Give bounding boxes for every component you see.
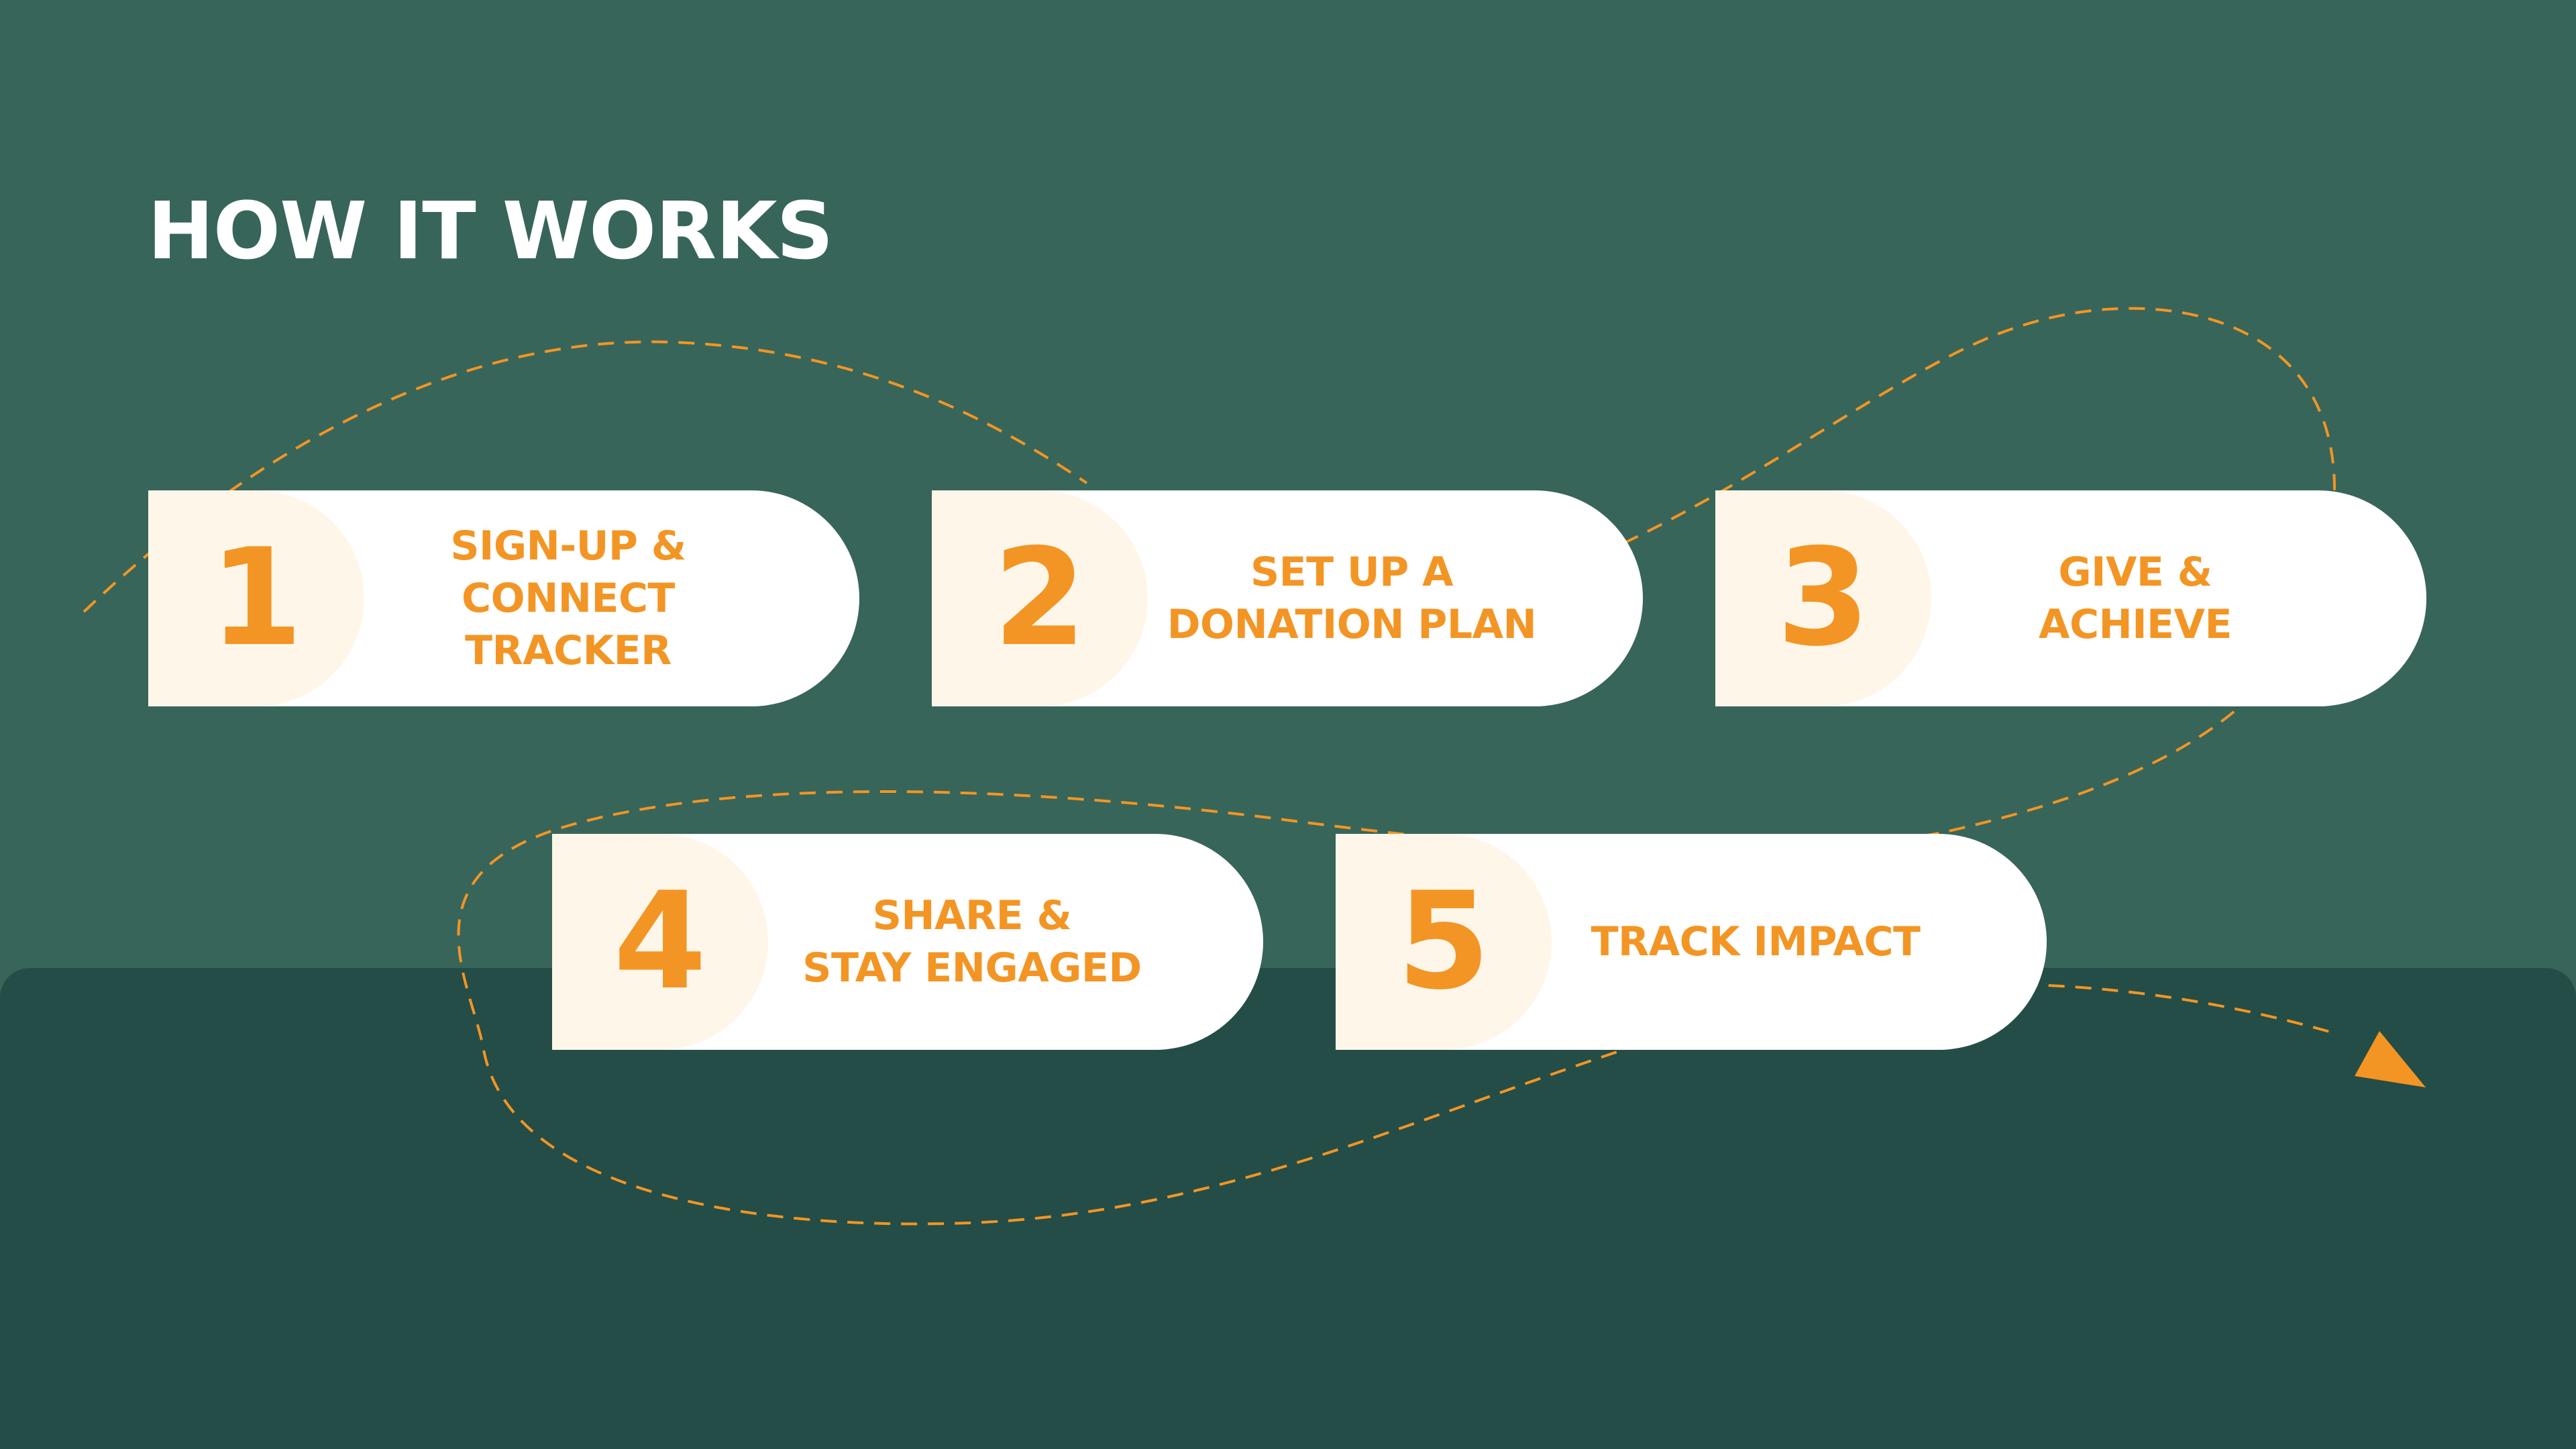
step-number-badge: [1336, 834, 1552, 1050]
step-card-4: 4 SHARE & STAY ENGAGED: [552, 834, 1263, 1050]
step-number-badge: [1715, 490, 1931, 706]
step-label: SET UP A DONATION PLAN: [1167, 549, 1537, 648]
step-card-2: 2 SET UP A DONATION PLAN: [932, 490, 1643, 706]
step-number: 1: [209, 520, 303, 676]
page-title: HOW IT WORKS: [148, 184, 834, 277]
step-card-1: 1 SIGN-UP & CONNECT TRACKER: [148, 490, 859, 706]
step-number: 5: [1397, 863, 1491, 1020]
step-number: 4: [613, 863, 707, 1020]
step-label: GIVE & ACHIEVE: [2039, 549, 2232, 648]
step-label: TRACK IMPACT: [1591, 918, 1921, 965]
step-number-badge: [552, 834, 768, 1050]
step-number: 2: [993, 520, 1087, 676]
step-card-3: 3 GIVE & ACHIEVE: [1715, 490, 2426, 706]
bottom-band: [0, 968, 2576, 1449]
step-number: 3: [1776, 520, 1870, 676]
step-label: SHARE & STAY ENGAGED: [802, 892, 1142, 991]
step-number-badge: [932, 490, 1148, 706]
step-card-5: 5 TRACK IMPACT: [1336, 834, 2047, 1050]
step-label: SIGN-UP & CONNECT TRACKER: [450, 523, 686, 674]
step-number-badge: [148, 490, 364, 706]
